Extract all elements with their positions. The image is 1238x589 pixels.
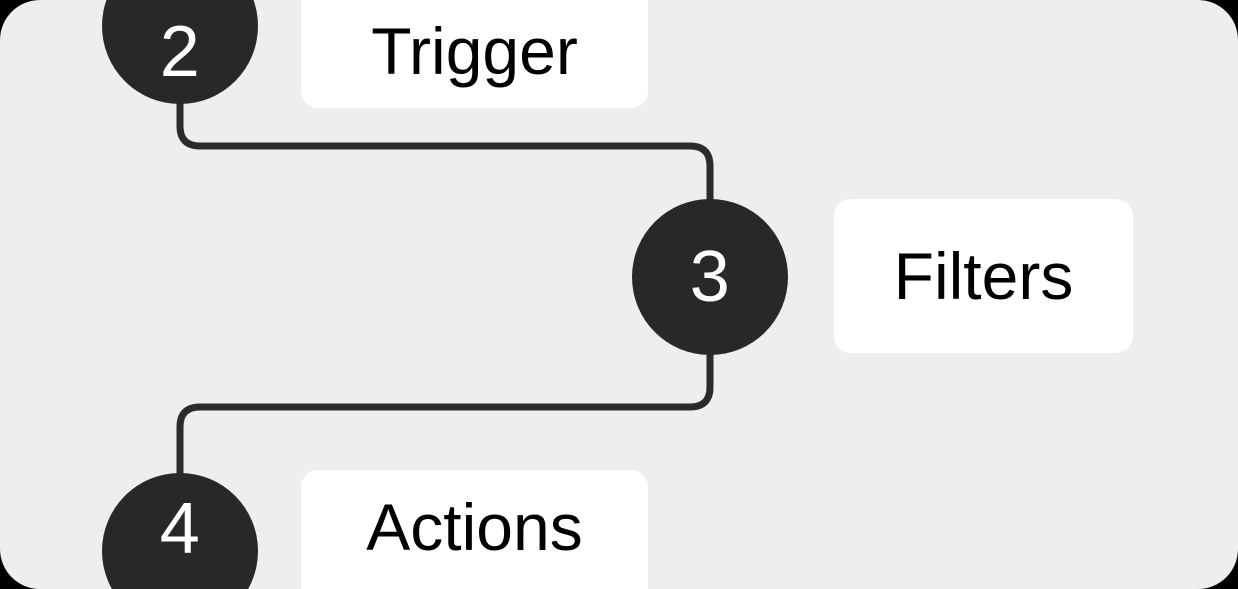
step-node-2-number: 2 bbox=[159, 12, 201, 92]
step-card-actions-label: Actions bbox=[366, 490, 583, 564]
step-node-3[interactable]: 3 bbox=[632, 199, 788, 355]
step-node-4-number: 4 bbox=[159, 489, 201, 569]
step-card-trigger[interactable]: Trigger bbox=[301, 0, 648, 108]
connector-3-to-4 bbox=[176, 351, 714, 477]
connector-2-to-3 bbox=[176, 100, 714, 203]
step-card-trigger-label: Trigger bbox=[371, 14, 578, 88]
step-node-3-number: 3 bbox=[689, 237, 731, 317]
step-card-filters[interactable]: Filters bbox=[834, 199, 1133, 353]
step-node-4[interactable]: 4 bbox=[102, 473, 258, 589]
step-node-2[interactable]: 2 bbox=[102, 0, 258, 104]
step-card-actions[interactable]: Actions bbox=[301, 470, 648, 589]
step-card-filters-label: Filters bbox=[893, 239, 1074, 313]
